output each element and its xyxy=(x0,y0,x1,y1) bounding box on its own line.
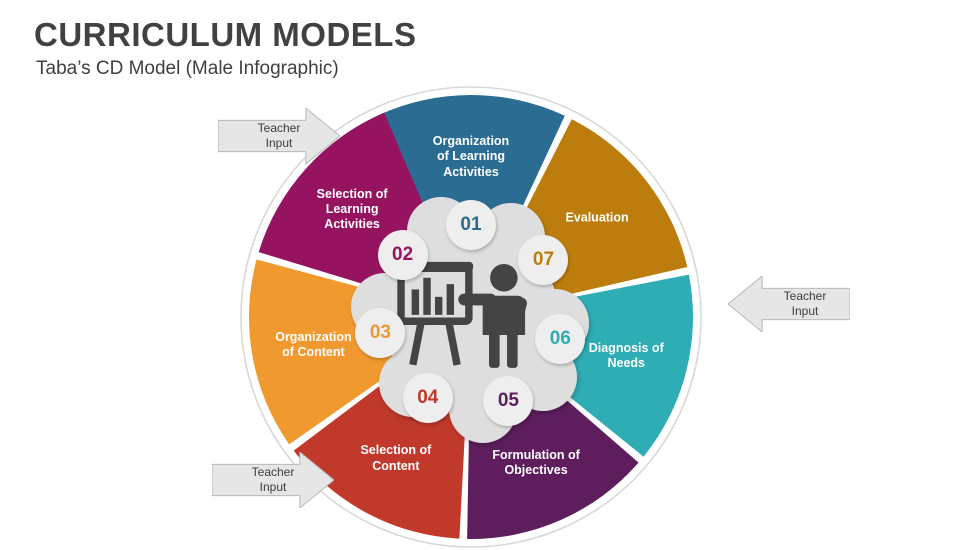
teacher-input-arrow-bottom-left[interactable]: Teacher Input xyxy=(211,450,335,510)
segment-badge-05[interactable]: 05 xyxy=(483,376,534,427)
teacher-input-arrow-bottom-left-shape xyxy=(211,450,335,510)
segment-badge-03[interactable]: 03 xyxy=(355,307,406,358)
teacher-input-arrow-top-left[interactable]: Teacher Input xyxy=(217,106,341,166)
donut-svg xyxy=(240,86,702,548)
teacher-input-arrow-top-left-shape xyxy=(217,106,341,166)
teacher-input-arrow-right[interactable]: Teacher Input xyxy=(727,274,851,334)
segment-badge-01[interactable]: 01 xyxy=(446,200,496,250)
segment-badge-04[interactable]: 04 xyxy=(402,373,453,424)
segment-badge-07[interactable]: 07 xyxy=(518,235,569,286)
page-title: CURRICULUM MODELS xyxy=(34,16,417,53)
segment-badge-06[interactable]: 06 xyxy=(535,314,586,365)
page-subtitle: Taba’s CD Model (Male Infographic) xyxy=(36,58,339,79)
segment-badge-02[interactable]: 02 xyxy=(377,230,428,281)
teacher-input-arrow-right-shape xyxy=(727,274,851,334)
